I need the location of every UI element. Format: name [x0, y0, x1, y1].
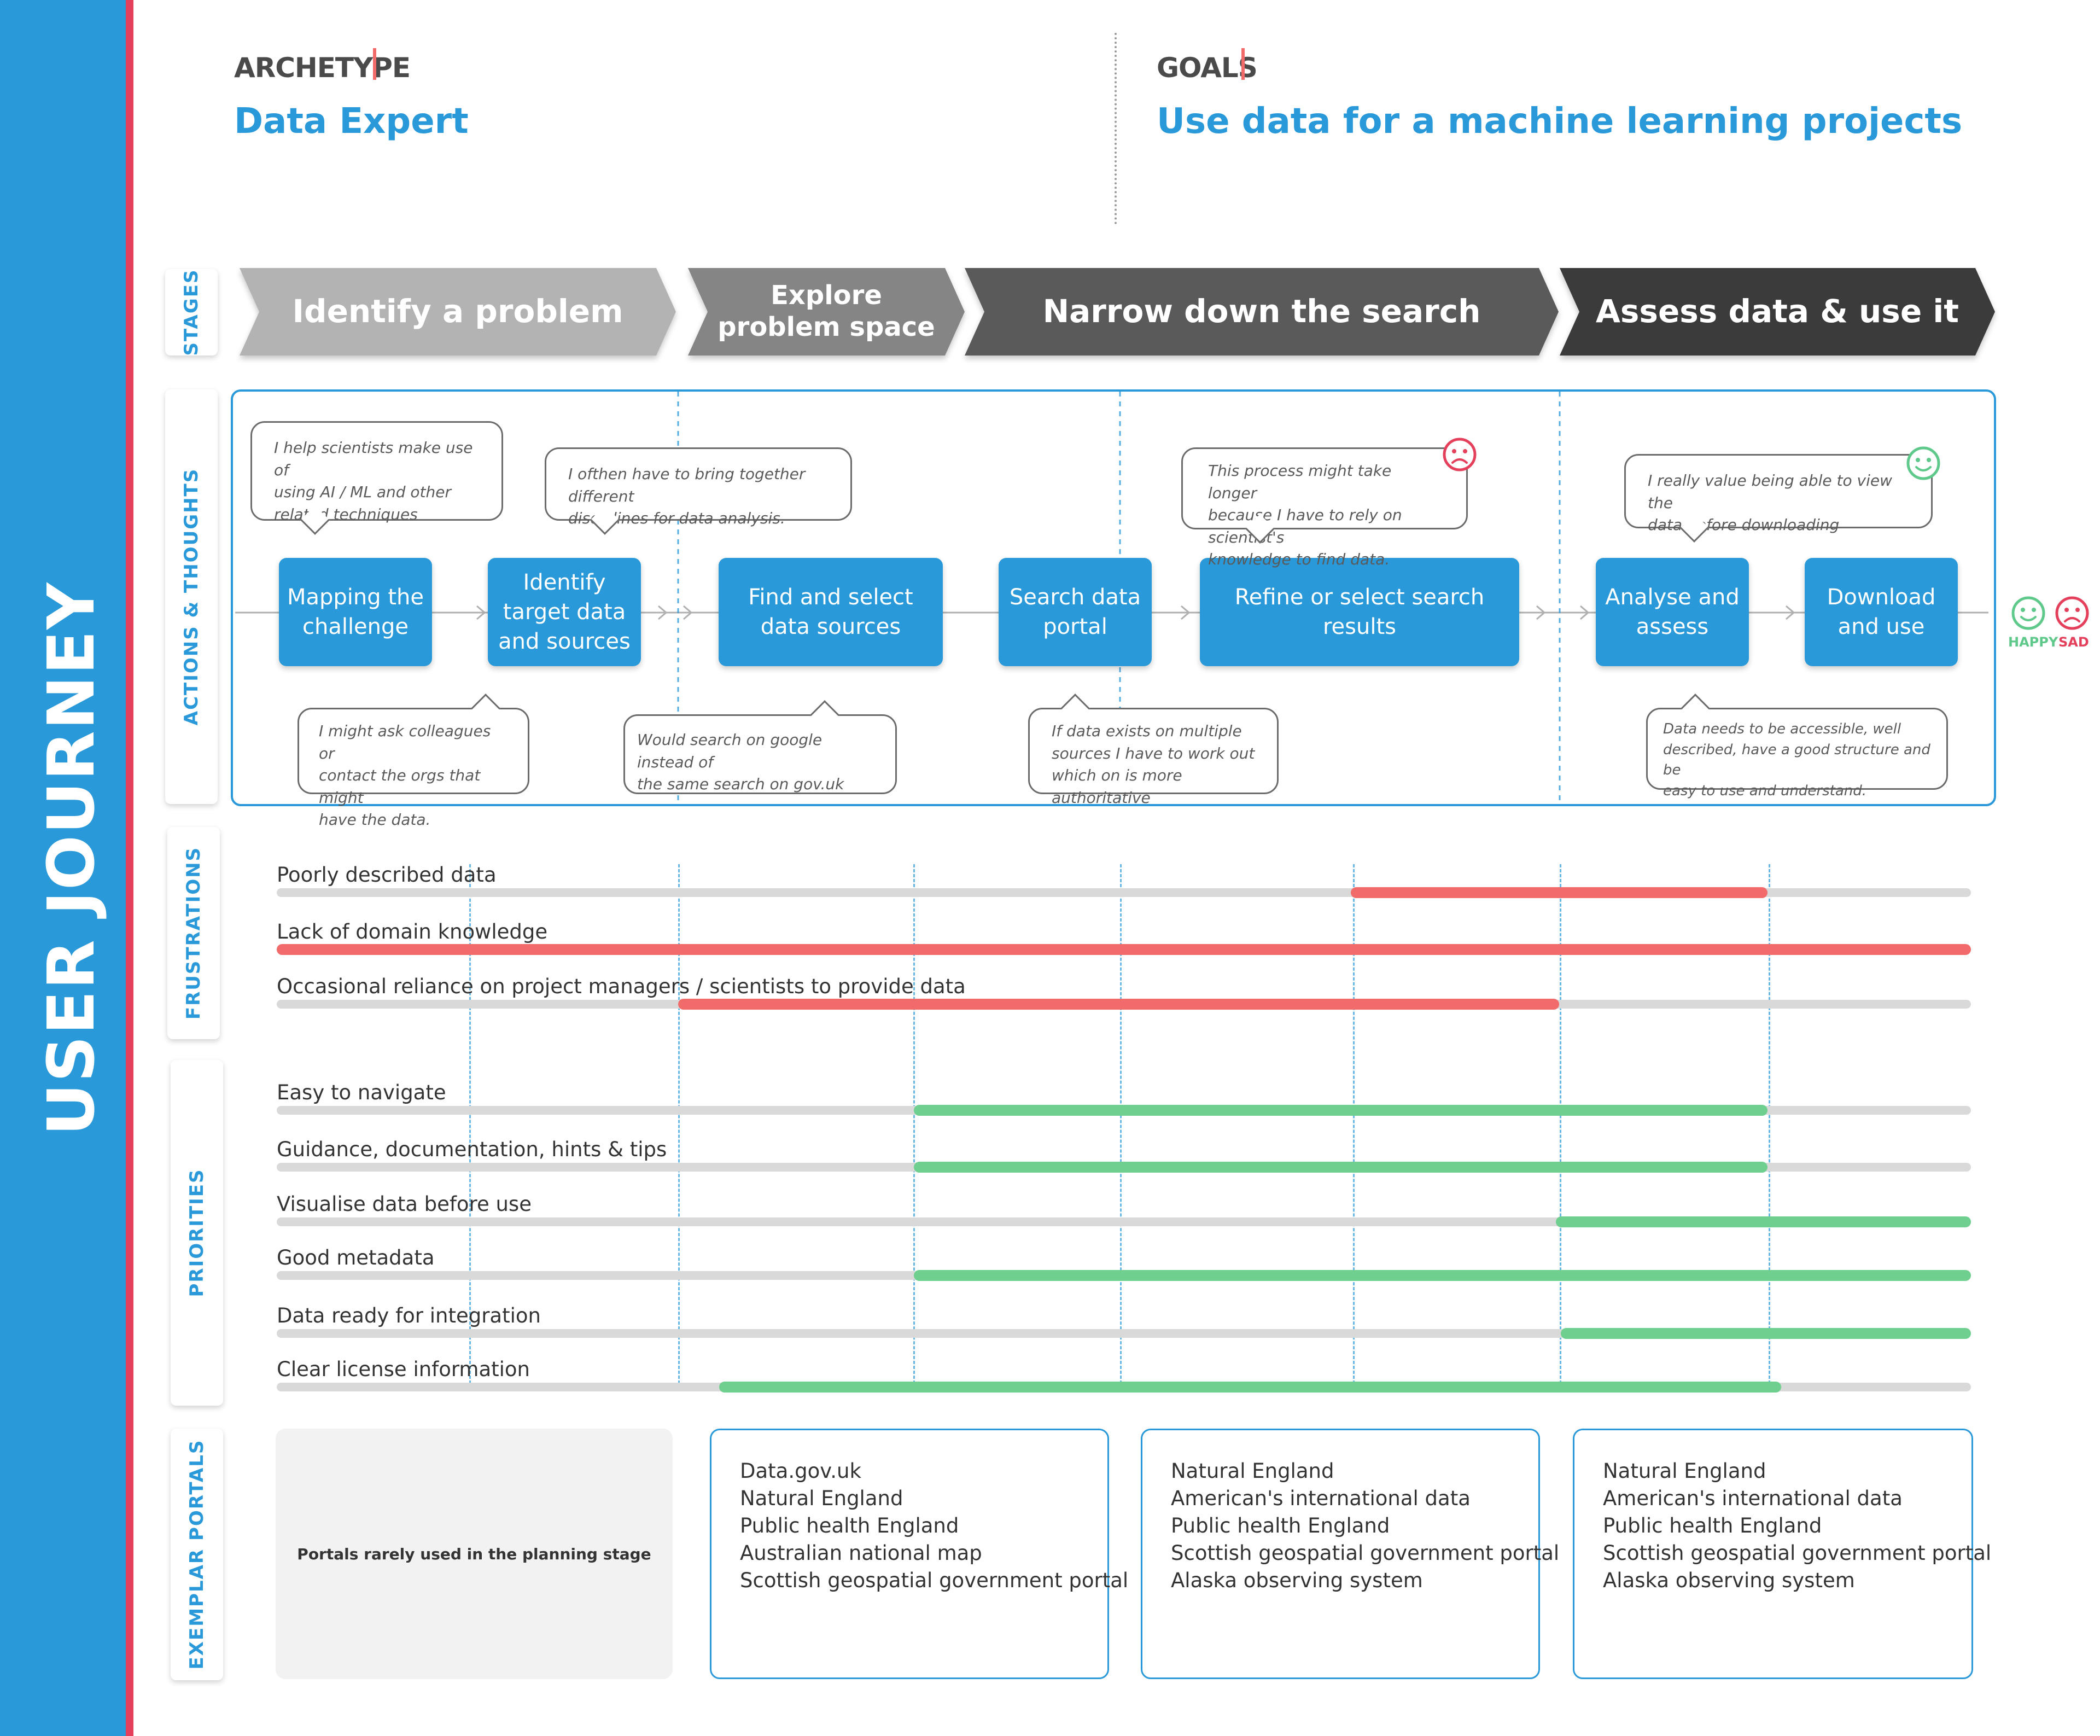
portal-note: Portals rarely used in the planning stag…: [297, 1545, 651, 1563]
portal-item: Alaska observing system: [1171, 1569, 1423, 1592]
stage-guide-line: [469, 864, 471, 1384]
priority-label: Data ready for integration: [277, 1304, 541, 1327]
priority-track: [277, 1217, 1971, 1226]
actions-panel: [231, 389, 1996, 806]
banner-accent-stripe: [126, 0, 133, 1736]
frustration-range-bar: [277, 944, 1971, 955]
portal-item: Scottish geospatial government portal: [740, 1569, 1129, 1592]
priority-range-bar: [1561, 1328, 1971, 1339]
priority-range-bar: [719, 1382, 1781, 1393]
frustration-range-bar: [1351, 887, 1768, 898]
stage-chevron-2: [688, 268, 965, 356]
stage-label-4: Assess data & use it: [1596, 293, 1959, 330]
portal-item: Natural England: [1171, 1459, 1334, 1483]
portal-card: Data.gov.uk Natural England Public healt…: [710, 1429, 1129, 1679]
frustration-label: Occasional reliance on project managers …: [277, 975, 966, 998]
stage-guide-line: [1560, 864, 1561, 1384]
priority-range-bar: [913, 1162, 1768, 1173]
portal-item: Scottish geospatial government portal: [1603, 1541, 1992, 1565]
stage-label-3: Narrow down the search: [1042, 293, 1481, 330]
priority-label: Guidance, documentation, hints & tips: [277, 1138, 667, 1161]
stage-guide-line: [1353, 864, 1355, 1384]
happy-label: HAPPY: [2008, 634, 2058, 650]
stage-label-1: Identify a problem: [292, 293, 623, 330]
priority-range-bar: [913, 1105, 1768, 1116]
portal-card: Portals rarely used in the planning stag…: [276, 1429, 673, 1679]
portal-item: Public health England: [740, 1514, 959, 1537]
sad-face-icon: [1443, 438, 1477, 471]
portal-item: Natural England: [1603, 1459, 1766, 1483]
portal-item: Scottish geospatial government portal: [1171, 1541, 1560, 1565]
portal-item: Public health England: [1171, 1514, 1390, 1537]
section-tab-portals: EXEMPLAR PORTALS: [171, 1429, 223, 1680]
portal-item: Alaska observing system: [1603, 1569, 1855, 1592]
portal-item: American's international data: [1603, 1487, 1903, 1510]
section-tab-frustrations: FRUSTRATIONS: [167, 827, 220, 1039]
section-tab-actions: ACTIONS & THOUGHTS: [165, 389, 218, 804]
stage-guide-line: [1769, 864, 1770, 1384]
section-tab-stages: STAGES: [165, 269, 218, 356]
portal-item: Natural England: [740, 1487, 903, 1510]
priority-label: Easy to navigate: [277, 1081, 446, 1104]
stage-guide-line: [1120, 864, 1122, 1384]
archetype-value: Data Expert: [234, 101, 469, 142]
stage-guide-line: [913, 864, 915, 1384]
frustration-range-bar: [678, 999, 1560, 1010]
portal-card: Natural England American's international…: [1141, 1429, 1560, 1679]
actions-connectors: [235, 392, 1988, 804]
section-tab-priorities: PRIORITIES: [171, 1060, 223, 1406]
header-divider: [1115, 33, 1117, 224]
goals-value: Use data for a machine learning projects: [1157, 101, 1963, 142]
priority-label: Good metadata: [277, 1246, 435, 1269]
portal-item: Data.gov.uk: [740, 1459, 861, 1483]
frustration-label: Poorly described data: [277, 863, 497, 887]
stage-chevron-4: [1560, 268, 1995, 356]
stage-chevron-1: [240, 268, 676, 356]
portal-item: American's international data: [1171, 1487, 1471, 1510]
side-banner: [0, 0, 126, 1736]
stage-guide-line: [678, 864, 680, 1384]
happy-face-icon: [2011, 596, 2045, 630]
portal-card: Natural England American's international…: [1573, 1429, 1992, 1679]
portal-item: Australian national map: [740, 1541, 982, 1565]
stage-chevron-3: [965, 268, 1559, 356]
priority-range-bar: [1555, 1216, 1971, 1227]
priority-track: [277, 1329, 1971, 1338]
happy-face-icon: [1906, 446, 1940, 480]
stages-chevrons: [240, 268, 1995, 356]
archetype-label: ARCHETYPE: [234, 52, 411, 84]
goals-accent-bar: [1241, 48, 1245, 80]
thought-bubble: I ofthen have to bring together differen…: [545, 447, 852, 535]
sad-label: SAD: [2058, 634, 2089, 650]
goals-label: GOALS: [1157, 52, 1258, 84]
portal-item: Public health England: [1603, 1514, 1822, 1537]
archetype-accent-bar: [373, 48, 376, 80]
frustration-label: Lack of domain knowledge: [277, 920, 548, 943]
sad-face-icon: [2055, 596, 2089, 630]
priority-label: Clear license information: [277, 1358, 530, 1381]
priority-label: Visualise data before use: [277, 1192, 532, 1216]
priority-range-bar: [913, 1270, 1971, 1281]
